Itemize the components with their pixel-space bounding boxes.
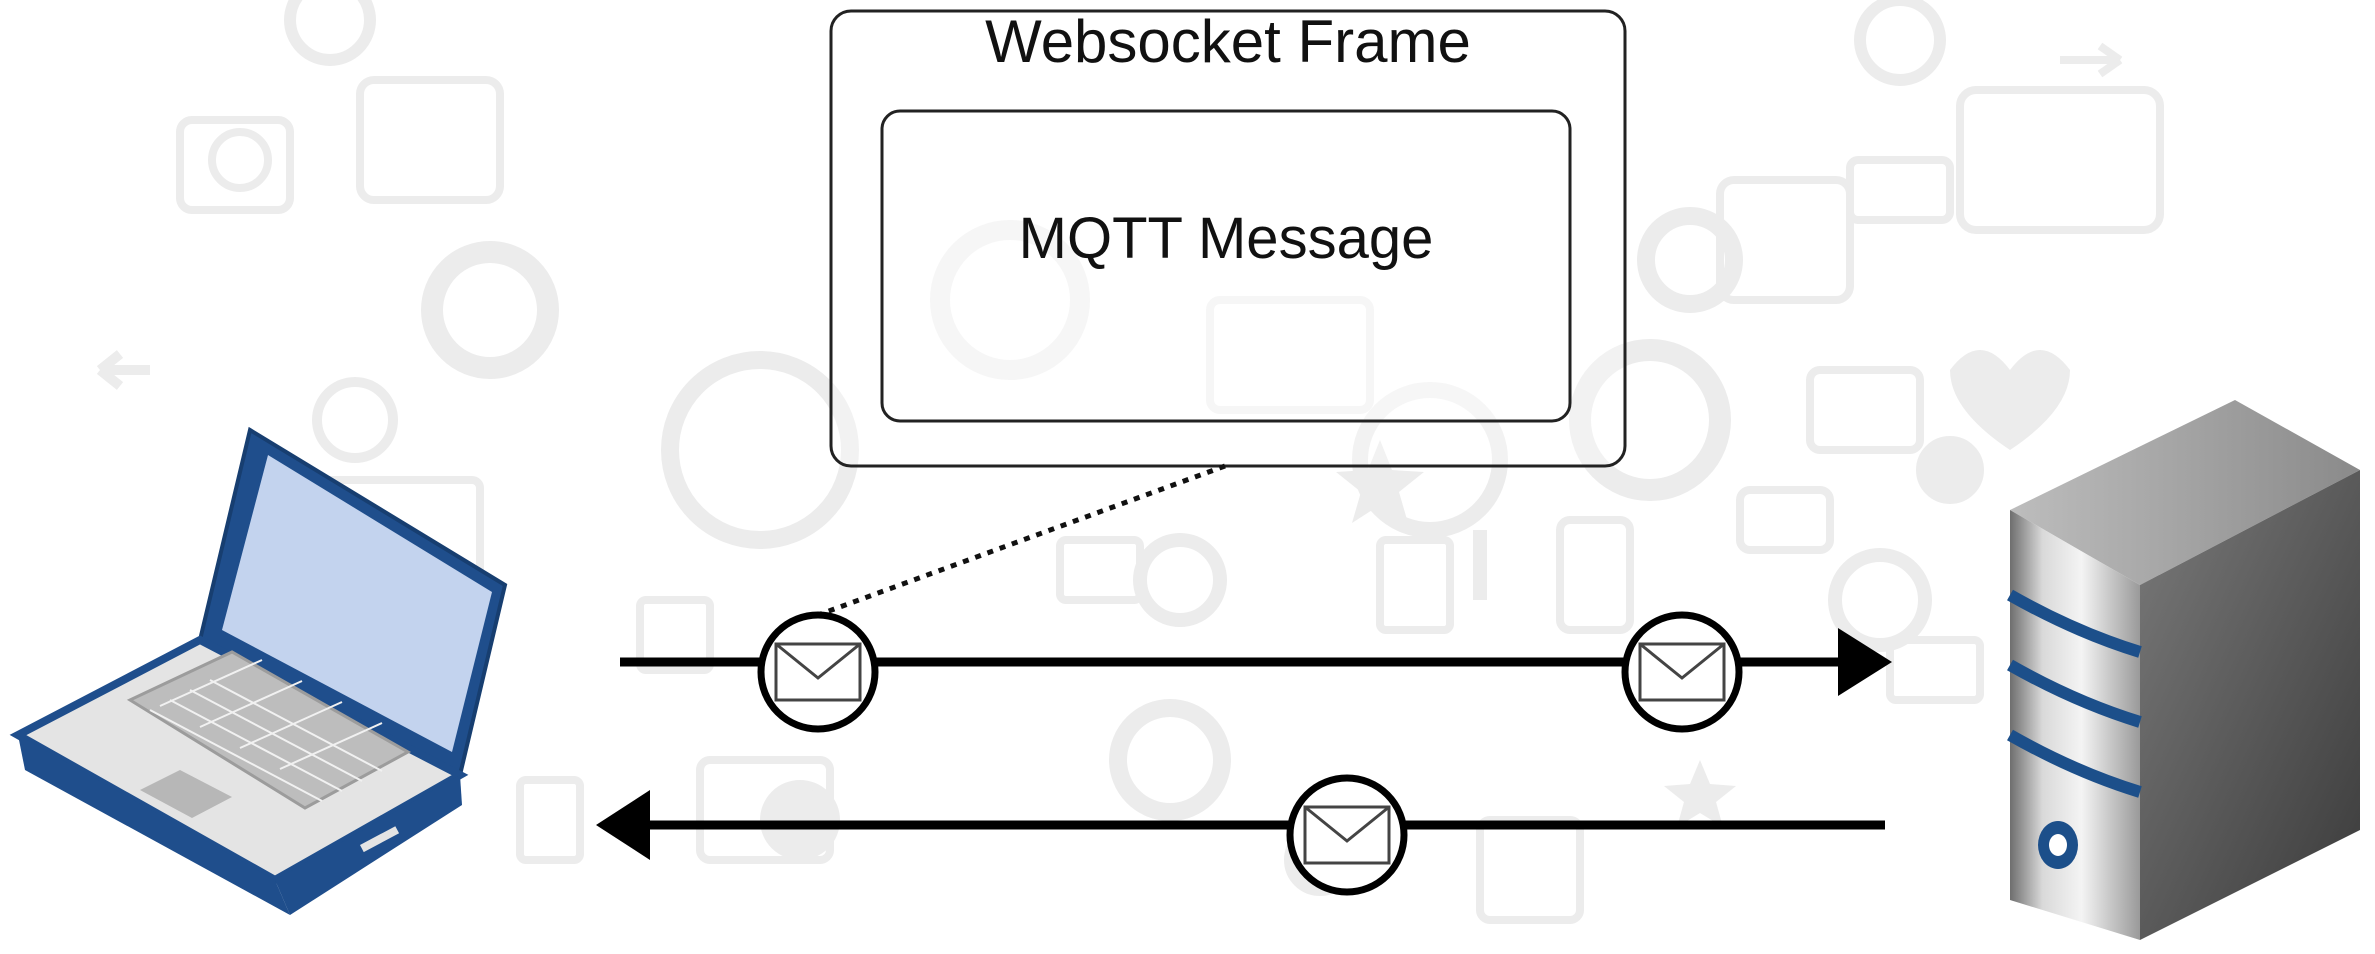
bg-monitor-icon	[1206, 296, 1374, 414]
bg-phone-icon	[1556, 516, 1634, 634]
bg-tablet-icon	[1956, 86, 2164, 234]
websocket-frame-box	[829, 9, 1627, 468]
bg-cart-icon	[1056, 536, 1144, 604]
bg-wifi-icon	[208, 128, 272, 192]
bg-sms-icon	[1736, 486, 1834, 554]
bg-person-icon	[760, 780, 840, 860]
laptop-icon	[9, 426, 508, 915]
bg-star-icon	[1336, 440, 1424, 523]
bg-heart-icon	[1950, 350, 2070, 450]
bg-globe-icon	[284, 0, 376, 66]
bg-calendar-icon	[636, 596, 714, 674]
bg-arrow-icon	[2060, 42, 2123, 78]
bg-at-icon	[1133, 533, 1227, 627]
bg-gear-icon	[1109, 699, 1231, 821]
mqtt-message-label: MQTT Message	[1018, 206, 1434, 271]
trackpad	[140, 770, 232, 818]
bg-star-icon	[1664, 760, 1736, 827]
bg-tablet-icon	[176, 116, 294, 214]
bg-monitor-icon	[1806, 366, 1924, 454]
bg-arrow-icon	[96, 350, 150, 390]
bg-wifi-icon	[1828, 548, 1932, 652]
upstream-arrow-head	[1838, 628, 1892, 696]
bg-file-icon	[1376, 536, 1454, 634]
bg-clock-icon	[312, 377, 398, 463]
server-icon	[2007, 400, 2360, 940]
bg-tablet-icon	[356, 76, 504, 204]
websocket-frame-label: Websocket Frame	[985, 8, 1471, 75]
bg-tablet-icon	[1716, 176, 1854, 304]
bg-mail-icon	[1886, 636, 1984, 704]
envelope-icon	[757, 611, 879, 733]
bg-at-icon	[930, 220, 1090, 380]
envelope-icon	[1621, 611, 1743, 733]
downstream-arrow-head	[596, 790, 650, 860]
bg-signal-icon	[661, 351, 859, 549]
envelope-icon	[1286, 774, 1408, 896]
bg-gear-icon	[1637, 207, 1743, 313]
bg-tablet-icon	[1476, 816, 1584, 924]
bg-person-icon	[1916, 436, 1984, 504]
bg-file-icon	[516, 776, 584, 864]
mqtt-message-box	[880, 109, 1572, 423]
bg-battery-icon	[1846, 156, 1954, 224]
bg-gear-icon	[421, 241, 559, 379]
bg-signal-icon	[1352, 382, 1508, 538]
bg-gear-icon	[1569, 339, 1731, 501]
bg-globe-icon	[1854, 0, 1946, 86]
